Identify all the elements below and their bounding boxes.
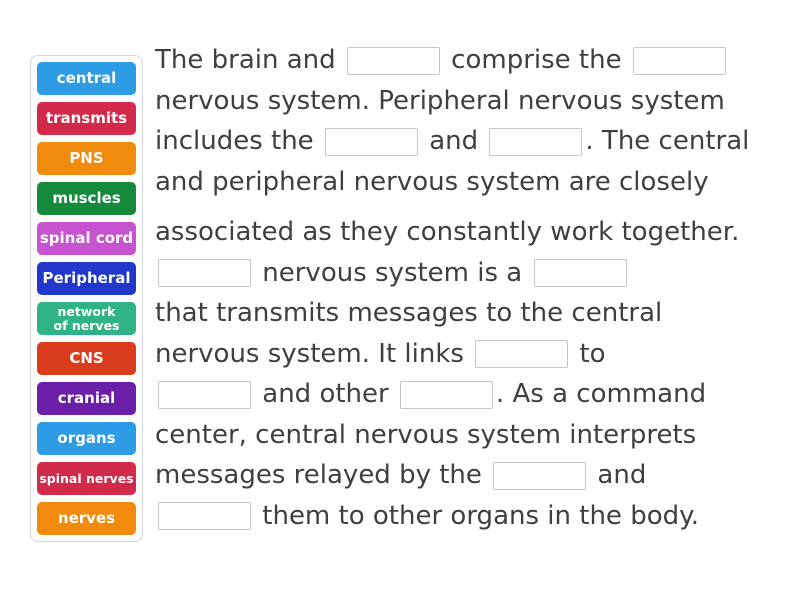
answer-blank[interactable] [475, 340, 569, 368]
word-tile-muscles[interactable]: muscles [37, 182, 136, 215]
passage-text: center, central nervous system interpret… [155, 419, 697, 450]
answer-blank[interactable] [158, 380, 251, 409]
word-tile-organs[interactable]: organs [37, 422, 136, 455]
passage-text: and peripheral nervous system are closel… [155, 166, 709, 197]
passage-text: nervous system. Peripheral nervous syste… [155, 85, 725, 116]
passage-text: comprise the [442, 45, 630, 75]
word-tile-label-line: network [57, 304, 116, 320]
passage-line: nervous system is a [155, 253, 785, 294]
passage-text: includes the [155, 126, 322, 156]
passage-line: and other . As a command [155, 374, 785, 415]
passage-text: . As a command [495, 379, 707, 409]
word-tile-nerves[interactable]: nerves [37, 502, 136, 535]
word-tile-cns[interactable]: CNS [37, 342, 136, 375]
word-tile-cranial[interactable]: cranial [37, 382, 136, 415]
passage-line: them to other organs in the body. [155, 496, 785, 537]
passage-text: them to other organs in the body. [254, 500, 700, 531]
answer-blank[interactable] [489, 127, 583, 156]
word-tile-pns[interactable]: PNS [37, 142, 136, 175]
passage-text: The brain and [155, 45, 344, 75]
passage-text: messages relayed by the [155, 460, 491, 490]
passage-line: that transmits messages to the central [155, 293, 785, 334]
passage-text: associated as they constantly work toget… [155, 217, 740, 247]
passage-line: center, central nervous system interpret… [155, 415, 785, 456]
word-tile-label-line: of nerves [53, 317, 120, 333]
word-tile-spinal-cord[interactable]: spinal cord [37, 222, 136, 255]
answer-blank[interactable] [399, 380, 493, 409]
passage-text: to [571, 338, 606, 369]
passage-line: includes the and . The central [155, 121, 785, 162]
word-tile-peripheral[interactable]: Peripheral [37, 262, 136, 295]
passage-line: messages relayed by the and [155, 455, 785, 496]
passage-text: and [420, 126, 487, 156]
passage-line: nervous system. It links to [155, 334, 785, 375]
answer-blank[interactable] [158, 259, 251, 287]
word-tile-transmits[interactable]: transmits [37, 102, 136, 135]
passage: The brain and comprise the nervous syste… [155, 40, 785, 536]
passage-text: that transmits messages to the central [155, 298, 663, 328]
passage-text: and other [254, 379, 397, 409]
passage-text: and [589, 460, 647, 490]
passage-line: The brain and comprise the [155, 40, 785, 81]
word-tile-central[interactable]: central [37, 62, 136, 95]
answer-blank[interactable] [346, 46, 440, 75]
answer-blank[interactable] [158, 502, 251, 530]
answer-blank[interactable] [533, 259, 627, 287]
passage-line: nervous system. Peripheral nervous syste… [155, 81, 785, 122]
passage-text: nervous system. It links [155, 338, 473, 369]
passage-text: . The central [585, 126, 750, 156]
passage-line: associated as they constantly work toget… [155, 212, 785, 253]
answer-blank[interactable] [493, 461, 587, 490]
passage-line: and peripheral nervous system are closel… [155, 162, 785, 203]
word-tile-spinal-nerves[interactable]: spinal nerves [37, 462, 136, 495]
answer-blank[interactable] [324, 127, 418, 156]
answer-blank[interactable] [632, 46, 726, 75]
passage-text: nervous system is a [254, 257, 531, 288]
